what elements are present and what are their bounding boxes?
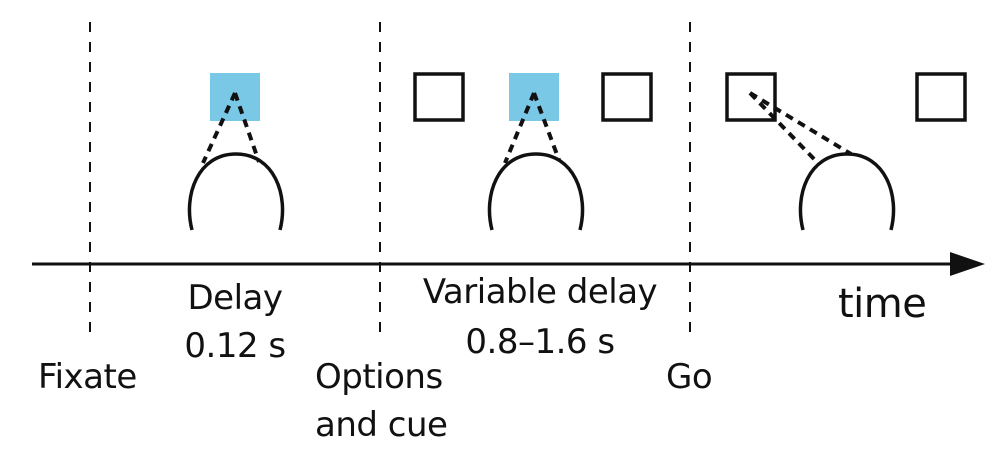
label-delay-title: Delay [187,278,283,318]
label-variable-delay-duration: 0.8–1.6 s [465,322,615,362]
option-square-left [725,72,777,122]
gaze-line-lower [748,91,817,162]
option-square-right [601,72,653,122]
label-delay-duration: 0.12 s [184,326,286,366]
monkey-head [798,152,896,231]
label-and-cue: and cue [315,405,448,445]
gaze-line-right [532,92,561,161]
gaze-line-upper [748,91,853,156]
label-variable-delay-title: Variable delay [422,272,658,312]
option-square-right [915,72,967,122]
monkey-head [187,152,285,231]
time-axis-arrowhead [950,252,985,276]
monkey-head [487,152,585,231]
time-axis-label: time [838,281,927,327]
option-square-left [413,72,465,122]
label-go: Go [666,357,713,397]
label-options: Options [315,357,443,397]
gaze-line-right [233,92,261,163]
label-fixate: Fixate [38,357,137,397]
gaze-line-left [503,92,536,164]
